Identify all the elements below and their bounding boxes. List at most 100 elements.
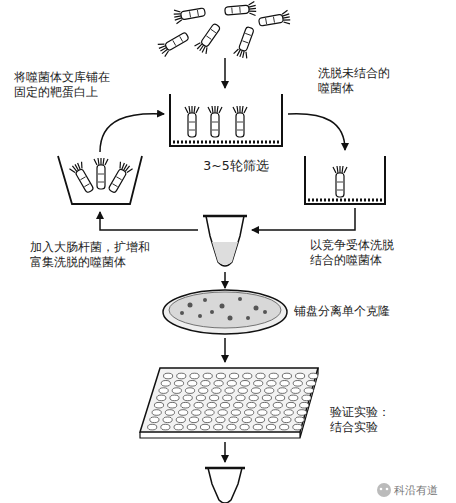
plate-well [192, 410, 201, 416]
plate-well [189, 417, 198, 423]
step-note: 将噬菌体文库铺在固定的靶蛋白上 [14, 70, 114, 100]
plate-well [255, 417, 264, 423]
watermark-icon [377, 483, 391, 497]
step-note: 加入大肠杆菌，扩增和富集洗脱的噬菌体 [30, 240, 156, 270]
plate-well [172, 388, 181, 394]
plate-well [200, 424, 209, 430]
flow-arrow [224, 442, 226, 462]
plate-well [194, 402, 203, 408]
plate-well [174, 381, 183, 387]
plate-well [196, 395, 205, 401]
plate-well [269, 373, 278, 379]
wash-well [305, 156, 385, 204]
flow-arrow [224, 338, 226, 362]
phage-library [157, 1, 291, 59]
plate-well [210, 395, 219, 401]
plate-well [201, 381, 210, 387]
petri-dish [163, 290, 287, 334]
plate-well [214, 424, 223, 430]
plate-well [218, 410, 227, 416]
plate-well [234, 402, 243, 408]
plate-well [286, 402, 295, 408]
plate-well [278, 388, 287, 394]
plate-well [203, 417, 212, 423]
plate-well [205, 410, 214, 416]
flow-arrow [224, 58, 226, 88]
plate-well [230, 373, 239, 379]
plate-well [302, 395, 311, 401]
plate-well [253, 424, 262, 430]
plate-well [227, 424, 236, 430]
step-note: 验证实验：结合实验 [330, 405, 396, 435]
plate-well [168, 402, 177, 408]
plate-well [236, 395, 245, 401]
plate-well [165, 410, 174, 416]
plate-well [152, 410, 161, 416]
plate-well [271, 410, 280, 416]
plate-well [164, 373, 173, 379]
plate-well [220, 402, 229, 408]
plate-well [240, 424, 249, 430]
plate-well [150, 417, 159, 423]
step-note: 铺盘分离单个克隆 [294, 304, 404, 319]
plate-well [295, 417, 304, 423]
plate-well [280, 381, 289, 387]
plate-well [273, 402, 282, 408]
plate-well [174, 424, 183, 430]
plate-well [265, 388, 274, 394]
plate-well [245, 410, 254, 416]
flow-arrow [100, 114, 164, 152]
plate-well [225, 388, 234, 394]
flow-arrow [224, 272, 226, 288]
plate-well [207, 402, 216, 408]
plate-well [256, 373, 265, 379]
plate-well [214, 381, 223, 387]
plate-well [284, 410, 293, 416]
plate-well [216, 373, 225, 379]
plate-well [309, 373, 318, 379]
plate-well [297, 410, 306, 416]
plate-well [296, 373, 305, 379]
plate-well [176, 417, 185, 423]
plate-well [282, 373, 291, 379]
flow-arrow [100, 212, 198, 230]
plate-well [280, 424, 289, 430]
plate-well [306, 381, 315, 387]
plate-well [276, 395, 285, 401]
plate-well [227, 381, 236, 387]
amplify-flask [58, 156, 142, 204]
plate-well [157, 395, 166, 401]
plate-well [181, 402, 190, 408]
plate-well [247, 402, 256, 408]
plate-well [262, 395, 271, 401]
plate-well [154, 402, 163, 408]
plate-well [293, 381, 302, 387]
plate-well [243, 373, 252, 379]
eppendorf-tube [205, 468, 245, 503]
plate-well [159, 388, 168, 394]
flow-arrow [288, 114, 345, 150]
plate-well [258, 410, 267, 416]
plate-well [183, 395, 192, 401]
plate-well [216, 417, 225, 423]
plate-well [231, 410, 240, 416]
plate-well [249, 395, 258, 401]
plate-well [161, 424, 170, 430]
plate-well [187, 424, 196, 430]
plate-well [269, 417, 278, 423]
plate-well [212, 388, 221, 394]
eppendorf-tube [203, 216, 247, 266]
plate-well [300, 402, 309, 408]
plate-well [148, 424, 157, 430]
plate-well [238, 388, 247, 394]
plate-well [254, 381, 263, 387]
plate-well [266, 424, 275, 430]
plate-well [170, 395, 179, 401]
plate-well [229, 417, 238, 423]
plate-well [177, 373, 186, 379]
plate-well [179, 410, 188, 416]
flow-arrow [252, 208, 355, 230]
plate-well [260, 402, 269, 408]
plate-well [163, 417, 172, 423]
plate-well [190, 373, 199, 379]
